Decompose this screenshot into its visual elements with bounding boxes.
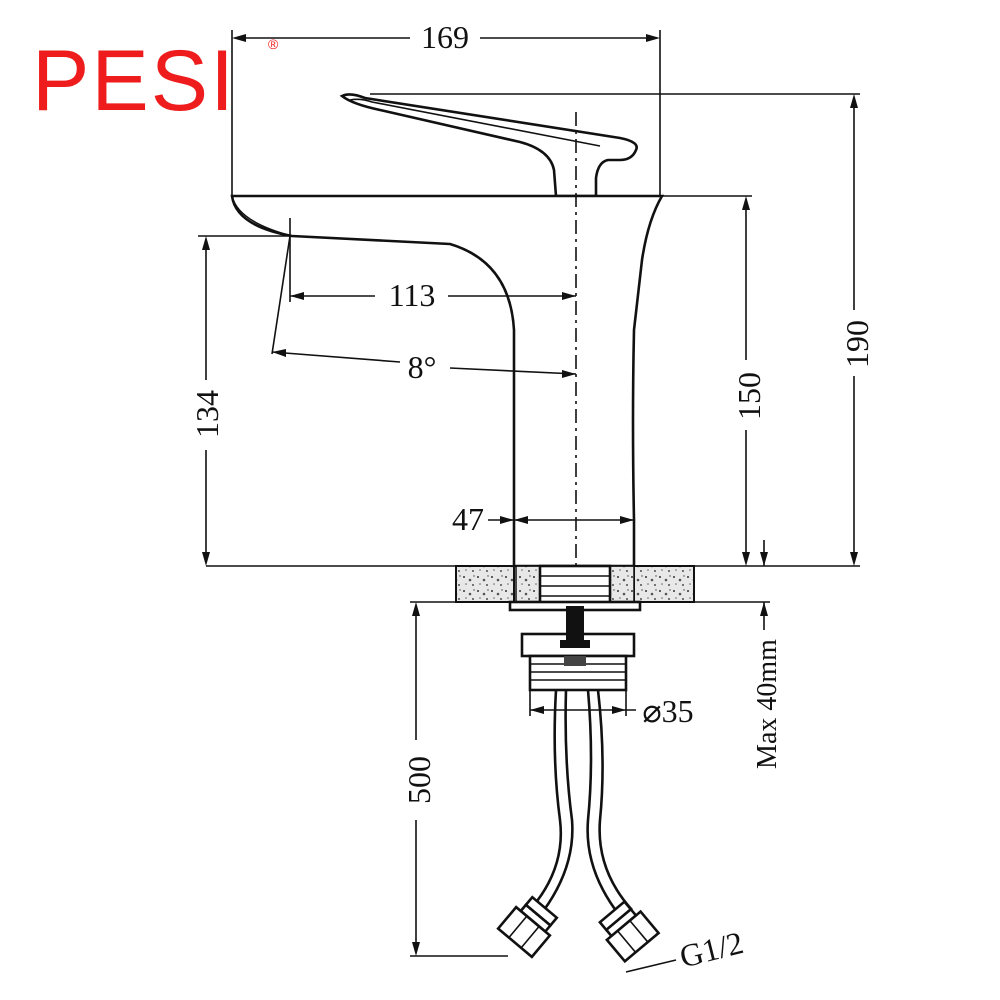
dimension-hose-length: 500 xyxy=(401,601,512,957)
mounting-assembly xyxy=(508,564,642,692)
label-overall-width: 169 xyxy=(421,19,469,55)
label-spout-height: 134 xyxy=(189,390,225,438)
supply-hoses xyxy=(496,689,661,964)
dimension-thread-diameter: ⌀35 xyxy=(529,690,694,729)
dimension-max-deck-thickness: Max 40mm xyxy=(640,540,783,769)
label-hose-thread: G1/2 xyxy=(676,924,747,974)
faucet-body xyxy=(230,194,665,568)
label-body-height: 150 xyxy=(731,372,767,420)
label-spout-reach: 113 xyxy=(389,277,436,313)
brand-logo: PESI xyxy=(32,33,236,129)
dimension-spout-angle: 8° xyxy=(271,235,577,385)
registered-mark: ® xyxy=(268,36,279,52)
lever-handle xyxy=(339,93,638,198)
label-spout-angle: 8° xyxy=(408,349,437,385)
label-hose-length: 500 xyxy=(401,756,437,804)
dimension-body-height: 150 xyxy=(662,195,767,566)
label-thread-diameter: ⌀35 xyxy=(642,693,693,729)
label-max-deck-thickness: Max 40mm xyxy=(752,639,783,769)
dimension-overall-width: 169 xyxy=(231,19,661,196)
dimension-spout-height: 134 xyxy=(189,235,292,566)
dimension-overall-height: 190 xyxy=(370,93,875,566)
label-body-diameter: 47 xyxy=(452,501,484,537)
label-overall-height: 190 xyxy=(839,320,875,368)
dimension-body-diameter: 47 xyxy=(452,501,634,537)
dimension-spout-reach: 113 xyxy=(289,218,576,313)
